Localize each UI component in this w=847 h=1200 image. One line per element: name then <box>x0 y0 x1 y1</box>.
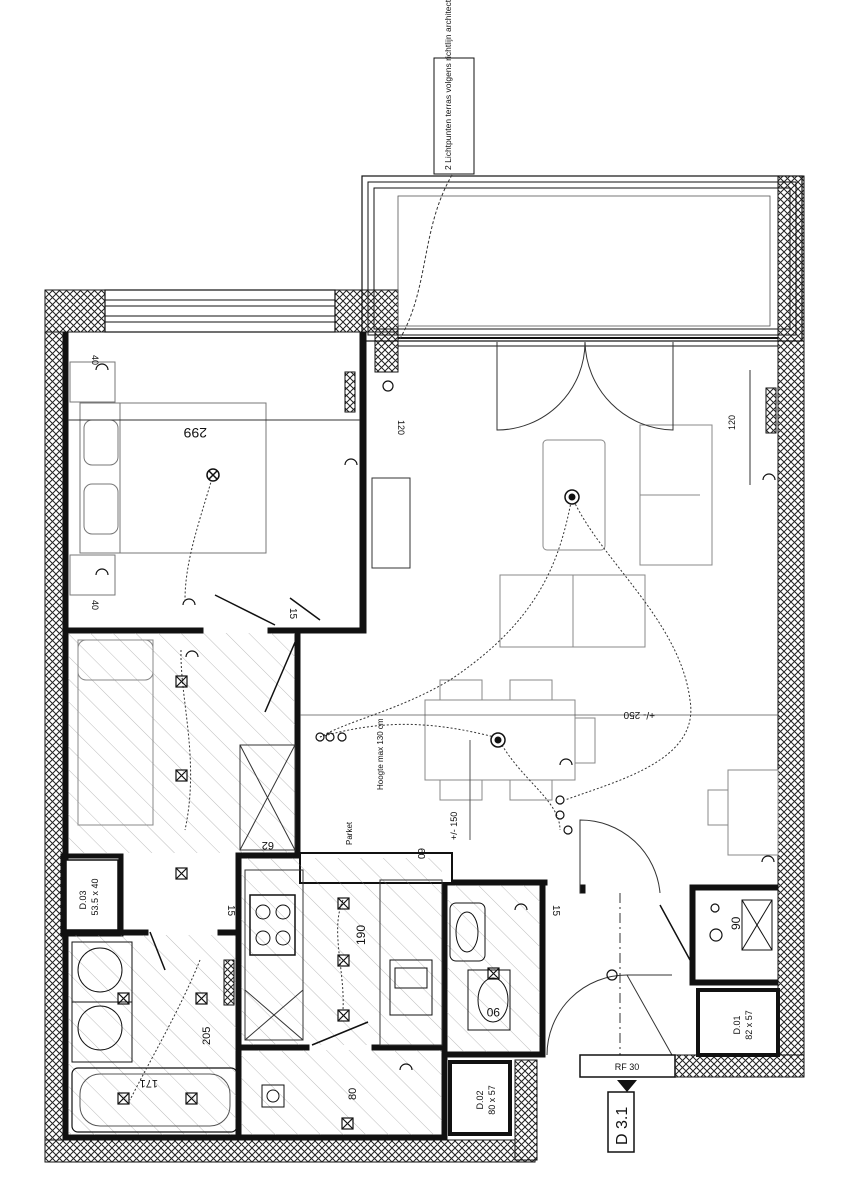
living-room: 120 120 +/- 250 +/- 150 Hoogte max 130 c… <box>300 341 779 856</box>
parket-label: Parket <box>345 821 354 845</box>
dim-250: +/- 250 <box>623 709 655 720</box>
pillow-2 <box>83 483 119 535</box>
wall-right <box>777 175 805 1077</box>
dim-120-left: 120 <box>396 420 406 435</box>
coffee-table <box>542 439 606 551</box>
washbasin <box>449 902 486 962</box>
dim-90-hall: 90 <box>729 916 743 930</box>
wall-top-bedroom <box>44 289 106 333</box>
radiator-living <box>765 387 777 434</box>
dim-299: 299 <box>183 425 207 441</box>
counter-left <box>244 869 304 1041</box>
door-ref-tag: D 3.1 <box>614 1107 631 1145</box>
dim-120-right: 120 <box>727 415 737 430</box>
laundry: 80 <box>261 1084 359 1108</box>
dryer <box>71 1001 133 1063</box>
radiator-bedroom <box>344 371 356 413</box>
shaft-d02-size: 80 x 57 <box>487 1085 497 1115</box>
terrace <box>361 175 803 347</box>
wall-living-top <box>374 331 399 373</box>
counter-right <box>379 879 443 1046</box>
toilet <box>467 969 511 1031</box>
stove <box>249 894 296 956</box>
wardrobe <box>239 744 296 851</box>
utility-box <box>741 899 773 951</box>
electrical-symbols <box>95 363 776 1130</box>
kitchen: 190 60 Parket 15 <box>225 821 443 1046</box>
dim-40-top: 40 <box>90 355 100 365</box>
dim-80: 80 <box>347 1088 359 1100</box>
ceiling-light-living <box>564 489 580 505</box>
dressing: 62 <box>77 639 297 851</box>
outer-walls <box>44 175 805 1163</box>
dim-150: +/- 150 <box>449 812 459 840</box>
bedroom-window <box>104 289 336 333</box>
switch-symbols <box>117 675 500 1130</box>
bathtub <box>71 1067 238 1133</box>
radiator-bath <box>223 959 235 1006</box>
bathroom: 171 205 <box>71 931 238 1133</box>
shaft-d01-size: 82 x 57 <box>744 1010 754 1040</box>
socket-symbols <box>95 363 776 1071</box>
shaft-d03-size: 53.5 x 40 <box>90 878 100 915</box>
wall-top-bedroom-right <box>334 289 399 333</box>
bedroom: 299 40 40 <box>68 355 411 626</box>
wall-left <box>44 289 66 1161</box>
dim-15-kitchen: 15 <box>225 905 236 917</box>
dim-190: 190 <box>354 925 368 945</box>
desk <box>727 769 779 856</box>
wall-bottom-step <box>514 1059 538 1161</box>
dim-15-wc: 15 <box>550 905 561 917</box>
toilet-room: 90 15 <box>449 902 561 1031</box>
shaft-d02-code: D.02 <box>475 1090 485 1109</box>
dim-205: 205 <box>201 1027 213 1045</box>
nightstand-top <box>69 361 116 403</box>
shaft-d03: D.03 53.5 x 40 <box>65 859 119 931</box>
height-note: Hoogte max 130 cm <box>376 718 385 790</box>
bed <box>79 402 267 554</box>
door-rf-label: RF 30 <box>615 1062 640 1072</box>
pillow-1 <box>83 419 119 466</box>
dim-171: 171 <box>140 1077 158 1089</box>
dim-60: 60 <box>415 848 426 860</box>
shaft-d03-code: D.03 <box>78 890 88 909</box>
wall-bottom <box>44 1139 536 1163</box>
shaft-d02: D.02 80 x 57 <box>448 1060 512 1136</box>
sink <box>389 959 433 1016</box>
terrace-note-line1: 2 Lichtpunten terras volgens richtlijn a… <box>443 0 453 170</box>
entrance-door: RF 30 D 3.1 <box>579 1054 676 1153</box>
shaft-d01: D.01 82 x 57 <box>696 988 780 1057</box>
dim-40-bottom: 40 <box>90 600 100 610</box>
terrace-light-note: 2 Lichtpunten terras volgens richtlijn a… <box>397 0 475 343</box>
light-points <box>315 380 723 981</box>
shaft-d01-code: D.01 <box>732 1015 742 1034</box>
switch-panel <box>371 477 411 569</box>
dim-15-bedroom: 15 <box>287 608 298 620</box>
wall-bottom-right <box>674 1054 805 1078</box>
nightstand-bottom <box>69 554 116 596</box>
dim-90-wc: 90 <box>486 1005 500 1019</box>
dim-62: 62 <box>262 839 274 851</box>
ceiling-light-bedroom <box>206 468 220 482</box>
ceiling-light-dining <box>490 732 506 748</box>
